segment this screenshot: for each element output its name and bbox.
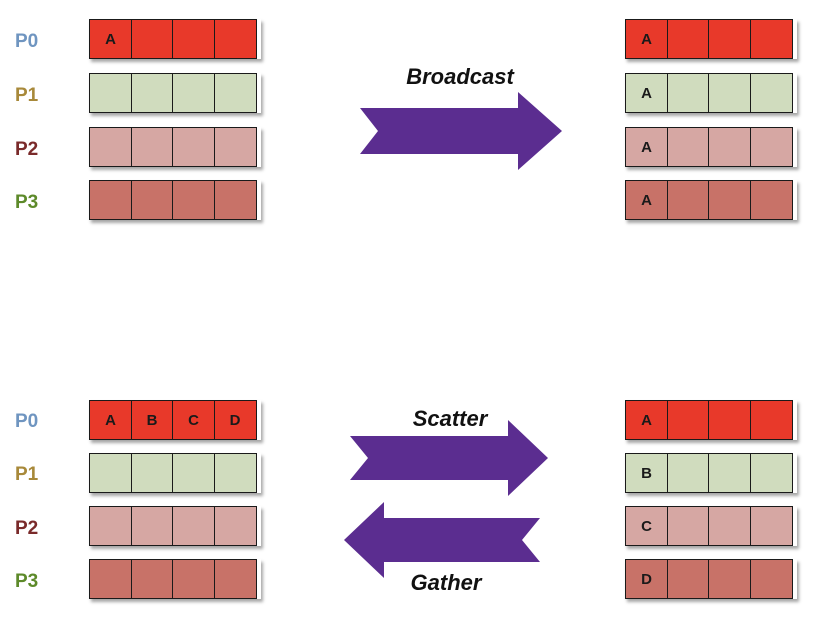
scatter-after-row-p2: C: [625, 506, 797, 546]
process-label-p0: P0: [15, 31, 39, 52]
buffer-cell: [89, 127, 132, 167]
buffer-cell: [172, 506, 215, 546]
broadcast-before-row-p1: [89, 73, 261, 113]
process-label-p1: P1: [15, 464, 39, 485]
buffer-cell: [749, 73, 793, 113]
buffer-cell: [708, 19, 751, 59]
broadcast-arrow-icon: [360, 92, 562, 170]
buffer-cell: [172, 453, 215, 493]
buffer-cell: [708, 127, 751, 167]
buffer-cell: [130, 559, 174, 599]
buffer-cell: [172, 19, 215, 59]
buffer-cell: A: [625, 73, 668, 113]
buffer-cell: [130, 19, 174, 59]
buffer-cell: [172, 559, 215, 599]
broadcast-before-row-p2: [89, 127, 261, 167]
buffer-cell: [172, 180, 215, 220]
process-label-p2: P2: [15, 518, 39, 539]
buffer-cell: B: [625, 453, 668, 493]
buffer-cell: A: [89, 19, 132, 59]
buffer-cell: [89, 180, 132, 220]
process-label-p0: P0: [15, 411, 39, 432]
buffer-cell: A: [625, 19, 668, 59]
process-label-p1: P1: [15, 85, 39, 106]
buffer-cell: [708, 559, 751, 599]
broadcast-before-row-p0: A: [89, 19, 261, 59]
scatter-label: Scatter: [412, 406, 488, 431]
buffer-cell: [130, 73, 174, 113]
buffer-cell: C: [625, 506, 668, 546]
buffer-cell: [213, 73, 257, 113]
buffer-cell: [749, 180, 793, 220]
broadcast-after-row-p1: A: [625, 73, 797, 113]
buffer-cell: [213, 19, 257, 59]
broadcast-before-row-p3: [89, 180, 261, 220]
buffer-cell: [666, 180, 710, 220]
buffer-cell: [666, 127, 710, 167]
buffer-cell: A: [89, 400, 132, 440]
scatter-after-row-p1: B: [625, 453, 797, 493]
buffer-cell: B: [130, 400, 174, 440]
scatter-before-row-p1: [89, 453, 261, 493]
buffer-cell: [89, 453, 132, 493]
buffer-cell: [213, 506, 257, 546]
buffer-cell: A: [625, 180, 668, 220]
scatter-arrow-icon: [350, 420, 548, 496]
buffer-cell: [213, 559, 257, 599]
buffer-cell: [749, 506, 793, 546]
buffer-cell: A: [625, 400, 668, 440]
buffer-cell: A: [625, 127, 668, 167]
broadcast-label: Broadcast: [406, 64, 514, 89]
buffer-cell: [130, 506, 174, 546]
buffer-cell: [666, 73, 710, 113]
buffer-cell: [213, 127, 257, 167]
scatter-after-row-p0: A: [625, 400, 797, 440]
buffer-cell: [666, 19, 710, 59]
scatter-after-row-p3: D: [625, 559, 797, 599]
buffer-cell: D: [625, 559, 668, 599]
buffer-cell: [89, 73, 132, 113]
gather-arrow-icon: [344, 502, 540, 578]
buffer-cell: [130, 180, 174, 220]
buffer-cell: [749, 19, 793, 59]
buffer-cell: [130, 127, 174, 167]
buffer-cell: [708, 400, 751, 440]
buffer-cell: [213, 180, 257, 220]
scatter-before-row-p3: [89, 559, 261, 599]
process-label-p3: P3: [15, 192, 39, 213]
buffer-cell: [749, 400, 793, 440]
buffer-cell: [708, 180, 751, 220]
buffer-cell: [749, 127, 793, 167]
gather-label: Gather: [410, 570, 482, 595]
buffer-cell: [749, 559, 793, 599]
buffer-cell: [89, 559, 132, 599]
broadcast-after-row-p2: A: [625, 127, 797, 167]
buffer-cell: [130, 453, 174, 493]
broadcast-after-row-p3: A: [625, 180, 797, 220]
buffer-cell: [172, 73, 215, 113]
buffer-cell: [749, 453, 793, 493]
process-label-p2: P2: [15, 139, 39, 160]
buffer-cell: [666, 400, 710, 440]
buffer-cell: [172, 127, 215, 167]
buffer-cell: [666, 506, 710, 546]
buffer-cell: [666, 453, 710, 493]
scatter-before-row-p0: A B C D: [89, 400, 261, 440]
buffer-cell: C: [172, 400, 215, 440]
buffer-cell: D: [213, 400, 257, 440]
scatter-before-row-p2: [89, 506, 261, 546]
buffer-cell: [708, 506, 751, 546]
buffer-cell: [708, 73, 751, 113]
buffer-cell: [213, 453, 257, 493]
buffer-cell: [666, 559, 710, 599]
buffer-cell: [708, 453, 751, 493]
process-label-p3: P3: [15, 571, 39, 592]
buffer-cell: [89, 506, 132, 546]
broadcast-after-row-p0: A: [625, 19, 797, 59]
